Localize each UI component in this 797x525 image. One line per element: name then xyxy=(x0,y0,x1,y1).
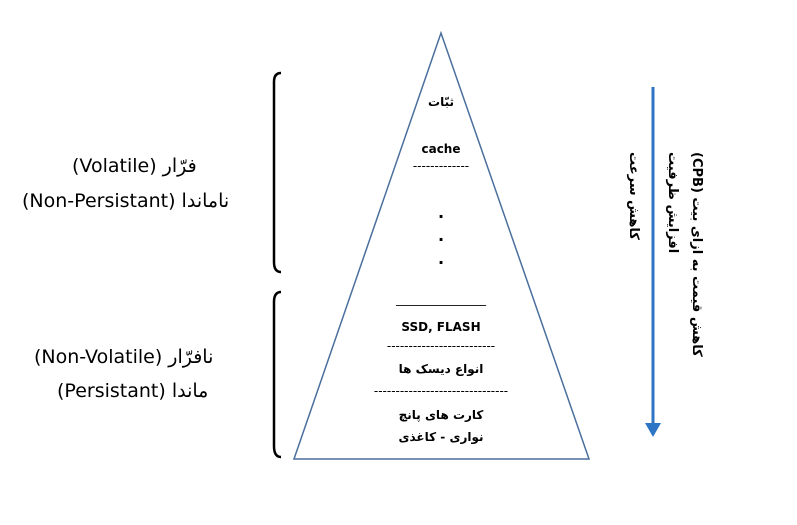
arrow-head xyxy=(645,423,661,437)
capacity-increase-label: افزایش ظرفیت xyxy=(665,152,680,254)
memory-pyramid xyxy=(292,30,591,460)
cost-per-bit-label: کاهش قیمت به ازای بیت (CPB) xyxy=(689,152,704,357)
non-persistant-label: ناماندا (Non-Persistant) xyxy=(22,190,230,212)
non-volatile-label: نافرّار (Non-Volatile) xyxy=(34,346,214,368)
punch-cards-label: کارت های پانچ xyxy=(398,408,484,422)
volatile-bracket xyxy=(272,71,282,274)
ssd-flash-label: SSD, FLASH xyxy=(401,320,481,334)
registers-label: ثبّات xyxy=(428,95,454,109)
nonvolatile-bracket xyxy=(272,290,282,459)
paper-tape-label: نواری - کاغذی xyxy=(398,430,484,444)
separator-3: ------------------------- xyxy=(386,339,496,353)
volatile-label: فرّار (Volatile) xyxy=(72,155,197,177)
separator-1: ------------- xyxy=(412,159,470,173)
ellipsis-dot-2: · xyxy=(437,230,445,249)
cache-label: cache xyxy=(421,142,461,156)
ellipsis-dot-3: · xyxy=(437,253,445,272)
ellipsis-dot-1: · xyxy=(437,207,445,226)
separator-2: _______________ xyxy=(396,292,486,306)
disks-label: انواع دیسک ها xyxy=(398,362,484,376)
speed-decrease-label: کاهش سرعت xyxy=(626,152,641,240)
separator-4: ------------------------------- xyxy=(373,384,509,398)
persistant-label: ماندا (Persistant) xyxy=(57,380,209,402)
